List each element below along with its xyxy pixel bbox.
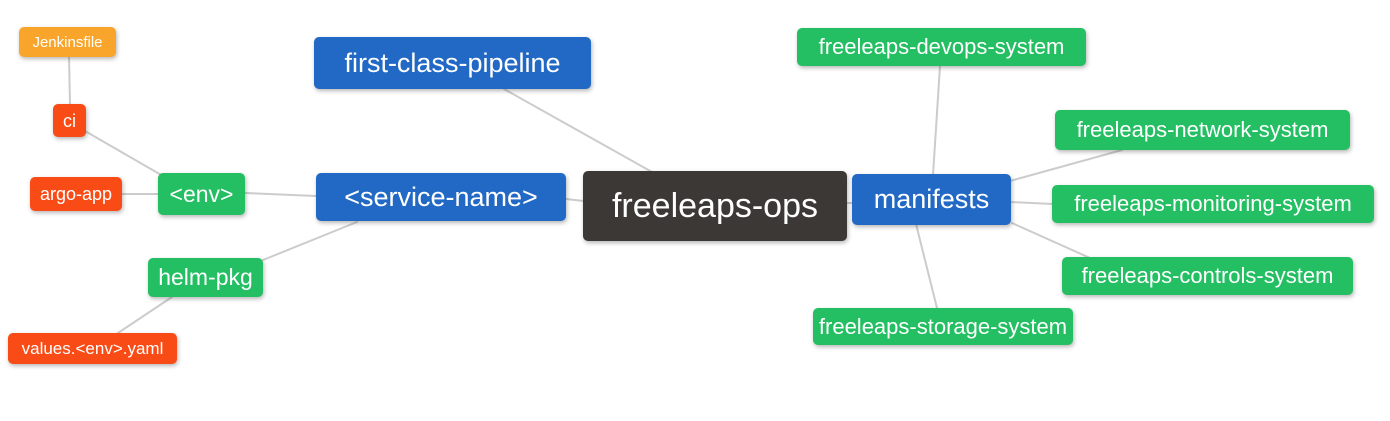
edge-pipeline-freeleaps-ops	[503, 88, 653, 173]
node-freeleaps-network-system[interactable]: freeleaps-network-system	[1055, 110, 1350, 150]
node-helm-pkg[interactable]: helm-pkg	[148, 258, 263, 297]
node-argo-app[interactable]: argo-app	[30, 177, 122, 211]
node-freeleaps-ops[interactable]: freeleaps-ops	[583, 171, 847, 241]
node-service-name[interactable]: <service-name>	[316, 173, 566, 221]
node-freeleaps-storage-system[interactable]: freeleaps-storage-system	[813, 308, 1073, 345]
edge-manifests-monitoring-system	[1009, 201, 1054, 205]
edge-service-freeleaps-ops	[565, 198, 585, 202]
edge-jenkinsfile-ci	[68, 56, 71, 105]
edge-manifests-devops-system	[932, 65, 941, 176]
node-jenkinsfile[interactable]: Jenkinsfile	[19, 27, 116, 57]
node-freeleaps-monitoring-system[interactable]: freeleaps-monitoring-system	[1052, 185, 1374, 223]
node-env[interactable]: <env>	[158, 173, 245, 215]
node-freeleaps-controls-system[interactable]: freeleaps-controls-system	[1062, 257, 1353, 295]
edge-manifests-controls-system	[1011, 222, 1091, 259]
edge-values-helm-pkg	[117, 296, 173, 334]
edge-manifests-storage-system	[915, 223, 938, 309]
edge-manifests-network-system	[1009, 149, 1123, 182]
node-manifests[interactable]: manifests	[852, 174, 1011, 225]
edge-helm-pkg-service-name	[262, 221, 358, 261]
node-first-class-pipeline[interactable]: first-class-pipeline	[314, 37, 591, 89]
node-ci[interactable]: ci	[53, 104, 86, 137]
edge-env-service-name	[244, 192, 317, 197]
node-values-env-yaml[interactable]: values.<env>.yaml	[8, 333, 177, 364]
edge-ci-env	[84, 130, 164, 177]
node-freeleaps-devops-system[interactable]: freeleaps-devops-system	[797, 28, 1086, 66]
